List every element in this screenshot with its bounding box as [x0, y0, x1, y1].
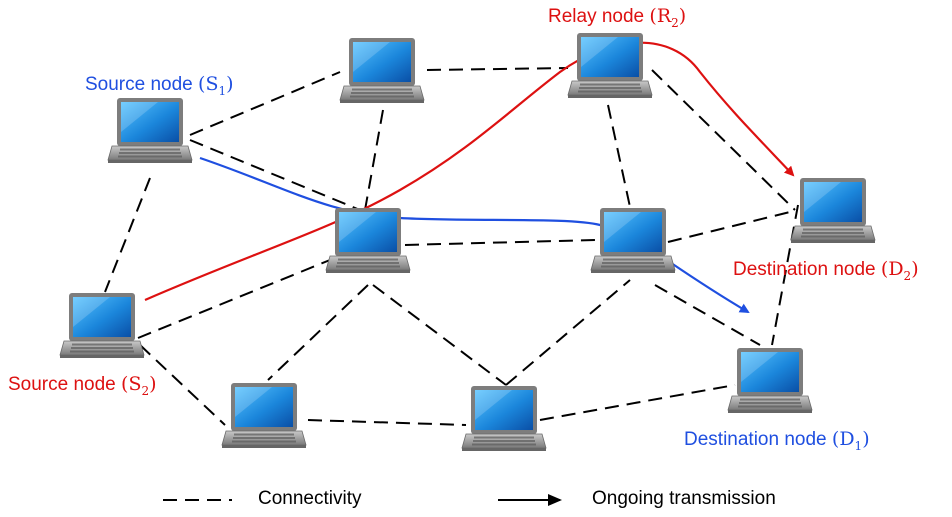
source-1-symbol-sub: 1 — [218, 83, 227, 98]
source-2-symbol: (S2) — [121, 373, 157, 398]
destination-2-text: Destination node — [733, 259, 876, 280]
destination-2-symbol-letter: D — [888, 258, 904, 280]
legend-connectivity-label: Connectivity — [258, 488, 362, 509]
link — [651, 69, 796, 211]
source-1-symbol-letter: S — [205, 73, 219, 95]
source-2-symbol-sub: 2 — [141, 383, 150, 398]
relay-symbol-sub: 2 — [671, 15, 679, 30]
link — [667, 211, 791, 243]
laptop-icon — [107, 97, 193, 164]
laptop-icon — [790, 177, 876, 244]
source-1-text: Source node — [85, 74, 193, 95]
link — [267, 284, 369, 381]
relay-symbol-letter: R — [656, 5, 672, 27]
laptop-icon — [59, 292, 145, 359]
link — [505, 279, 631, 386]
legend-transmission-label: Ongoing transmission — [592, 488, 776, 509]
destination-1-symbol: (D1) — [831, 428, 870, 453]
link — [654, 284, 761, 346]
link — [426, 67, 569, 71]
laptop-icon — [727, 347, 813, 414]
link — [771, 204, 799, 346]
destination-1-symbol-sub: 1 — [854, 438, 863, 453]
destination-1-label: Destination node (D1) — [684, 428, 870, 457]
source-1-symbol: (S1) — [198, 73, 234, 98]
laptop-icon — [590, 207, 676, 274]
relay-text: Relay node — [548, 6, 645, 27]
link — [539, 384, 736, 421]
laptop-icon — [567, 32, 653, 99]
source-1-label: Source node (S1) — [85, 73, 234, 102]
link — [139, 344, 226, 426]
source-2-symbol-letter: S — [128, 373, 142, 395]
link — [189, 71, 341, 136]
link — [189, 139, 361, 211]
source-2-label: Source node (S2) — [8, 373, 157, 402]
link — [104, 177, 151, 293]
connectivity-links — [104, 67, 799, 426]
link — [607, 104, 631, 208]
destination-1-symbol-letter: D — [839, 428, 855, 450]
destination-2-symbol-sub: 2 — [903, 268, 912, 283]
laptop-icon — [339, 37, 425, 104]
relay-label: Relay node (R2) — [548, 5, 686, 34]
destination-1-text: Destination node — [684, 429, 827, 450]
destination-2-symbol: (D2) — [880, 258, 919, 283]
link — [307, 419, 467, 426]
link — [137, 259, 331, 339]
laptop-icon — [461, 385, 547, 452]
laptop-icon — [221, 382, 307, 449]
transmission-path-s2-to-d2 — [144, 41, 795, 302]
laptop-icon — [325, 207, 411, 274]
destination-2-label: Destination node (D2) — [733, 258, 919, 287]
relay-symbol: (R2) — [649, 5, 687, 30]
link — [404, 239, 596, 246]
link — [364, 109, 384, 211]
source-2-text: Source node — [8, 374, 116, 395]
link — [372, 284, 507, 386]
